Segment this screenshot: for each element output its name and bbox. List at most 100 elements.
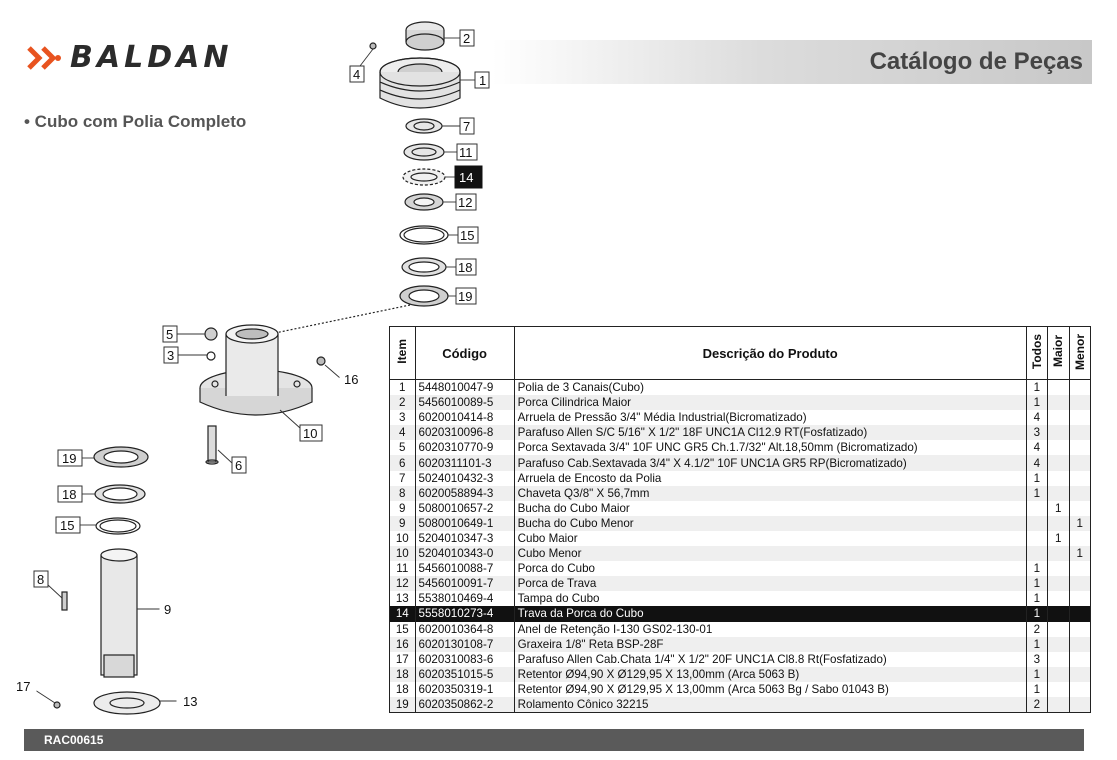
header-item: Item — [389, 326, 416, 380]
cell-code: 5080010649-1 — [414, 515, 515, 531]
part-1-pulley — [379, 57, 461, 109]
cell-menor — [1068, 561, 1091, 577]
callout-10: 10 — [299, 424, 323, 442]
brand-name: BALDAN — [70, 40, 233, 75]
cell-code: 5024010432-3 — [414, 470, 515, 486]
callout-13: 13 — [176, 692, 202, 710]
cell-maior — [1047, 681, 1070, 697]
svg-text:9: 9 — [164, 602, 171, 617]
svg-text:6: 6 — [235, 458, 242, 473]
cell-item: 3 — [389, 410, 416, 426]
callout-9: 9 — [159, 600, 179, 618]
cell-todos: 2 — [1025, 621, 1049, 637]
part-13-hub-cap — [93, 691, 161, 715]
cell-menor — [1068, 666, 1091, 682]
svg-text:12: 12 — [458, 195, 472, 210]
cell-code: 6020310770-9 — [414, 440, 515, 456]
part-2-cylindrical-nut — [405, 21, 445, 51]
part-3-washer — [206, 351, 216, 361]
cell-code: 6020310083-6 — [414, 651, 515, 667]
svg-text:5: 5 — [166, 327, 173, 342]
cell-code: 5080010657-2 — [414, 500, 515, 516]
svg-text:15: 15 — [60, 518, 74, 533]
cell-code: 5456010088-7 — [414, 561, 515, 577]
cell-item: 15 — [389, 621, 416, 637]
cell-maior — [1047, 485, 1070, 501]
cell-menor — [1068, 576, 1091, 592]
part-19-bearing — [399, 285, 449, 307]
svg-text:17: 17 — [16, 679, 30, 694]
cell-code: 6020310096-8 — [414, 425, 515, 441]
part-10-hub — [199, 324, 313, 416]
cell-description: Arruela de Pressão 3/4" Média Industrial… — [513, 410, 1027, 426]
cell-description: Rolamento Cônico 32215 — [513, 696, 1027, 714]
cell-code: 5204010347-3 — [414, 530, 515, 547]
cell-menor: 1 — [1068, 515, 1091, 531]
header-banner — [492, 40, 1092, 84]
cell-menor — [1068, 636, 1091, 652]
cell-todos: 1 — [1025, 395, 1049, 411]
cell-code: 5204010343-0 — [414, 546, 515, 562]
cell-menor — [1068, 425, 1091, 441]
svg-text:7: 7 — [463, 119, 470, 134]
brand-logo: BALDAN — [26, 40, 232, 75]
cell-item: 7 — [389, 470, 416, 486]
callout-4: 4 — [349, 65, 365, 83]
cell-maior — [1047, 621, 1070, 637]
cell-todos: 1 — [1025, 636, 1049, 652]
cell-description: Trava da Porca do Cubo — [513, 606, 1027, 622]
part-18-seal — [401, 257, 447, 277]
part-6-bolt — [205, 425, 219, 465]
cell-item: 13 — [389, 591, 416, 607]
cell-description: Polia de 3 Canais(Cubo) — [513, 379, 1027, 396]
cell-description: Parafuso Cab.Sextavada 3/4" X 4.1/2" 10F… — [513, 455, 1027, 471]
svg-text:16: 16 — [344, 372, 358, 387]
callout-14-selected: 14 — [454, 165, 483, 189]
callout-18: 18 — [455, 258, 477, 276]
table-header-row: Item Código Descrição do Produto Todos M… — [389, 326, 1091, 380]
cell-todos: 4 — [1025, 455, 1049, 471]
cell-maior — [1047, 636, 1070, 652]
double-chevron-icon — [27, 45, 61, 70]
cell-todos: 3 — [1025, 425, 1049, 441]
part-8-key — [61, 591, 68, 611]
callout-3: 3 — [163, 346, 179, 364]
cell-maior — [1047, 455, 1070, 471]
cell-todos — [1025, 515, 1049, 531]
part-12-lock-nut — [404, 193, 444, 211]
callout-12: 12 — [455, 193, 477, 211]
cell-item: 1 — [389, 379, 416, 396]
callout-19: 19 — [455, 287, 477, 305]
cell-maior — [1047, 696, 1070, 714]
cell-code: 6020351015-5 — [414, 666, 515, 682]
cell-todos: 1 — [1025, 485, 1049, 501]
cell-description: Porca de Trava — [513, 576, 1027, 592]
header-description: Descrição do Produto — [513, 326, 1027, 380]
cell-todos: 1 — [1025, 666, 1049, 682]
cell-maior — [1047, 440, 1070, 456]
cell-todos: 4 — [1025, 410, 1049, 426]
callout-17: 17 — [13, 677, 37, 695]
